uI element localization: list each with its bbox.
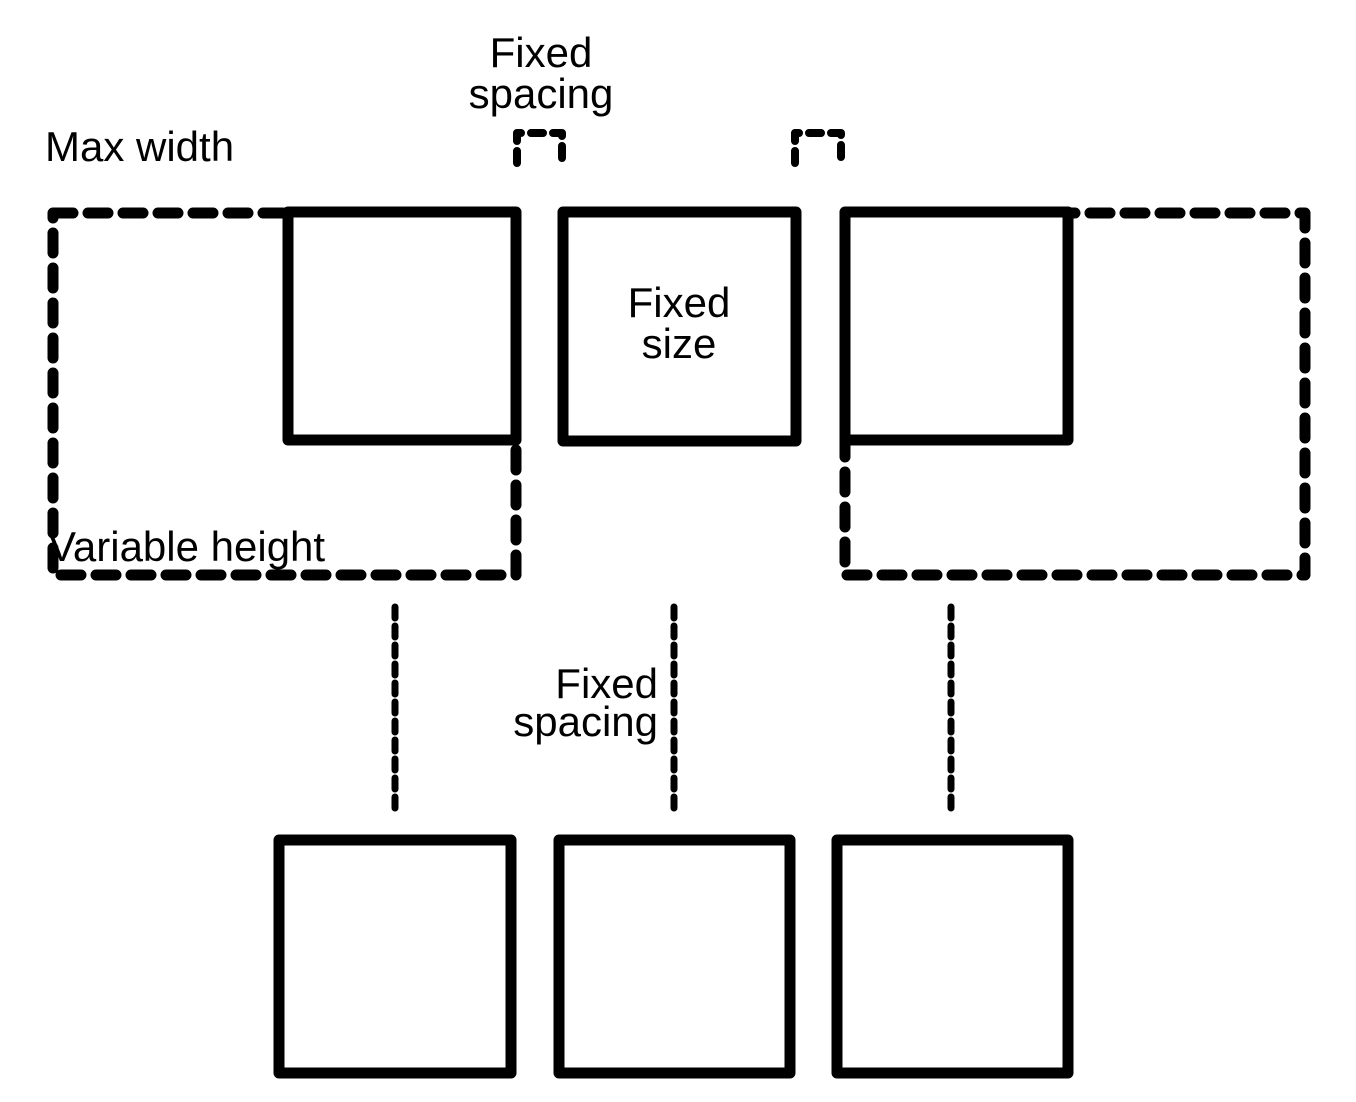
bottom-row-square-3 <box>831 834 1074 1079</box>
fixed-spacing-middle-label-line1: Fixed <box>555 660 658 707</box>
variable-height-label: Variable height <box>48 523 325 570</box>
max-width-dashed-region-right <box>839 207 1311 581</box>
fixed-spacing-top-label-line2: spacing <box>469 70 614 117</box>
top-row-square-3 <box>839 206 1074 446</box>
fixed-spacing-middle-label-line2: spacing <box>513 698 658 745</box>
top-row-square-2-fixed-size <box>557 206 802 447</box>
top-row-square-1 <box>282 206 522 446</box>
max-width-label: Max width <box>45 123 234 170</box>
fixed-size-label-line1: Fixed <box>628 279 731 326</box>
bottom-row-square-1 <box>273 834 517 1079</box>
fixed-spacing-top-label-line1: Fixed <box>490 29 593 76</box>
bottom-row-square-2 <box>553 834 796 1079</box>
fixed-size-label-line2: size <box>642 320 717 367</box>
fixed-spacing-bracket-left <box>513 129 566 167</box>
fixed-spacing-bracket-right <box>791 129 845 167</box>
